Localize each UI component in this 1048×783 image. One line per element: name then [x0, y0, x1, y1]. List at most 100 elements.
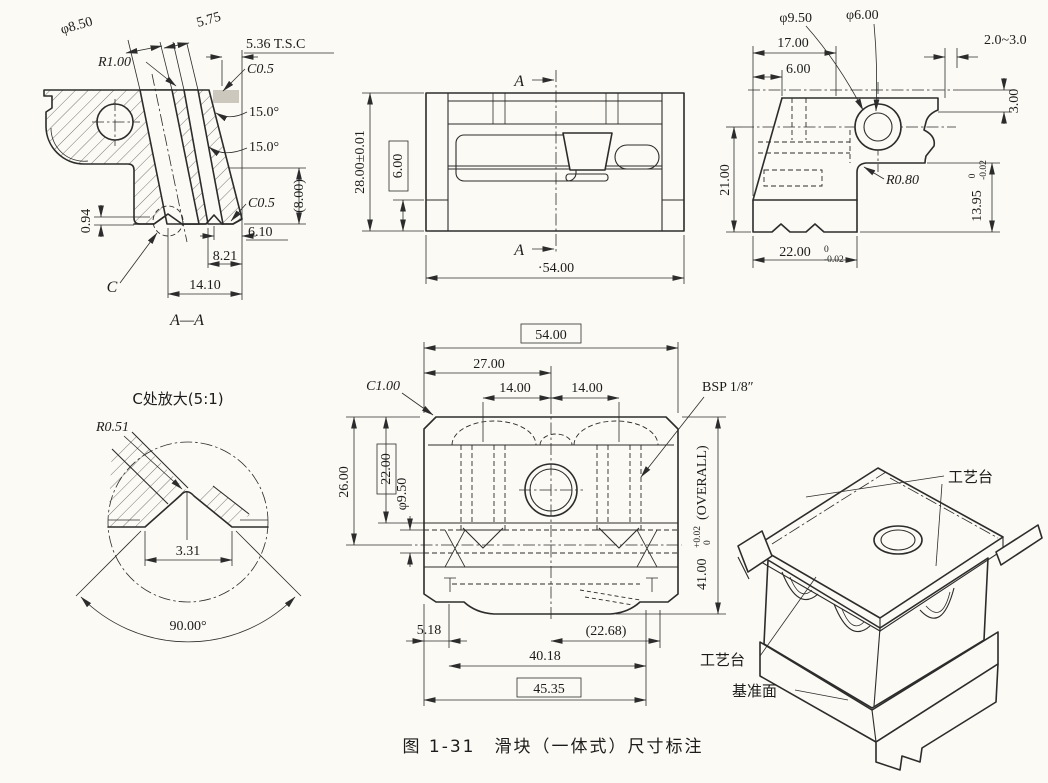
dim-thread: BSP 1/8″: [702, 380, 754, 395]
iso-scallop-1-outer: [781, 571, 819, 600]
dim-22-basic: 22.00: [379, 453, 394, 485]
iso-foot: [875, 663, 999, 771]
plan-view-outline: [400, 402, 682, 622]
section-aa-dimensions: φ8.50 5.75 5.36 T.S.C R1.00 C0.5 15.0° 1…: [59, 10, 334, 329]
side-view-outline: [742, 82, 958, 233]
iso-top-hole-inner: [880, 529, 916, 551]
dim-5-18: 5.18: [417, 623, 442, 638]
iso-scallop-1-inner: [789, 576, 813, 595]
iso-right-tab: [995, 524, 1043, 566]
dim-gap-range: 2.0~3.0: [984, 33, 1027, 48]
section-label-top: A: [513, 73, 524, 90]
dim-groove-angle: 90.00°: [169, 619, 206, 634]
detail-hatch-right: [196, 485, 250, 526]
front-view: A A 28.00±0.01 6.00 ·54.00: [353, 70, 685, 284]
dim-27: 27.00: [473, 357, 505, 372]
dim-front-width: ·54.00: [538, 261, 574, 276]
dim-top-chamfer: C0.5: [247, 62, 274, 77]
detail-groove-profile: [107, 490, 269, 528]
dim-overall-height: 41.00: [695, 559, 710, 591]
plan-view-dimensions: 54.00 27.00 14.00 14.00 C1.00 BSP 1/8″ 2…: [337, 323, 754, 706]
grease-hole-outer: [854, 103, 902, 151]
dim-groove-width: 3.31: [176, 544, 201, 559]
iso-scallop-2-inner: [841, 608, 865, 627]
figure-caption: 图 1-31 滑块（一体式）尺寸标注: [403, 737, 704, 757]
seal-insert: [614, 144, 660, 170]
dim-8-21: 8.21: [213, 249, 238, 264]
dim-bottom-chamfer: C0.5: [248, 196, 275, 211]
detail-view-dimensions: R0.51 3.31 90.00°: [75, 420, 302, 643]
dim-slot-diameter: φ8.50: [59, 14, 94, 37]
ground-surface-stipple: [213, 90, 239, 103]
isometric-view: 工艺台 工艺台 基准面: [700, 467, 1043, 771]
dim-angle-upper: 15.0°: [249, 105, 279, 120]
dim-overall-tol-lower: 0: [703, 540, 713, 545]
dim-13-95-tol-lower: -0.02: [979, 160, 989, 180]
dim-fillet: R0.80: [885, 173, 919, 188]
pocket-bar: [565, 173, 609, 182]
dim-22-tol-upper: 0: [824, 245, 829, 255]
plan-view: 54.00 27.00 14.00 14.00 C1.00 BSP 1/8″ 2…: [337, 323, 754, 706]
slot-centerline: [151, 73, 188, 243]
dim-40-18: 40.18: [529, 649, 561, 664]
dim-slot-spacing: 5.75: [195, 10, 223, 31]
center-pocket: [562, 132, 613, 171]
front-view-section-cut: A A: [513, 70, 557, 259]
label-process-boss-top: 工艺台: [948, 468, 993, 486]
dim-22-tol-lower: -0.02: [824, 255, 844, 265]
dim-grind-allowance: 5.36 T.S.C: [246, 37, 305, 52]
dim-22-68: (22.68): [586, 624, 627, 639]
dim-17: 17.00: [777, 36, 809, 51]
dim-21: 21.00: [718, 164, 733, 196]
bolt-hole-left: [460, 445, 506, 549]
dim-22: 22.00: [779, 245, 811, 260]
dim-width-basic: 54.00: [535, 328, 567, 343]
dim-13-95: 13.95: [970, 190, 985, 222]
dim-26: 26.00: [337, 466, 352, 498]
dim-overall-suffix: (OVERALL): [695, 445, 710, 520]
dim-skirt-height: 6.00: [391, 154, 406, 179]
dim-ref-height: (8.00): [292, 179, 307, 213]
detail-view-c: C处放大(5:1) R0.51 3.31 90.00°: [75, 390, 302, 643]
section-view-aa: φ8.50 5.75 5.36 T.S.C R1.00 C0.5 15.0° 1…: [43, 10, 334, 329]
dim-tip-radius: R0.51: [95, 420, 129, 435]
section-label-bottom: A: [513, 242, 524, 259]
dim-14-right: 14.00: [571, 381, 603, 396]
iso-scallop-3-inner: [925, 591, 951, 613]
dim-14-left: 14.00: [499, 381, 531, 396]
detail-c-marker: C: [107, 279, 118, 296]
dim-hole-diameter: φ9.50: [779, 11, 812, 26]
dim-overall-tol-upper: +0.02: [693, 526, 703, 548]
label-datum-face: 基准面: [732, 682, 777, 700]
detail-view-title: C处放大(5:1): [132, 390, 223, 408]
dim-6-10: 6.10: [248, 225, 273, 240]
section-aa-body-outline: [43, 73, 243, 243]
dim-top-radius: R1.00: [97, 55, 131, 70]
iso-left-tab: [737, 530, 773, 573]
dim-3: 3.00: [1007, 89, 1022, 114]
dim-front-height: 28.00±0.01: [353, 130, 368, 194]
detail-c-circle: [152, 205, 184, 237]
iso-scallop-2-outer: [833, 603, 871, 632]
iso-scallop-3-outer: [919, 587, 955, 619]
dim-13-95-tol-upper: 0: [968, 173, 978, 178]
dim-angle-lower: 15.0°: [249, 140, 279, 155]
bottom-grooves: [133, 213, 243, 225]
iso-labels: 工艺台 工艺台 基准面: [700, 468, 993, 701]
label-process-boss-left: 工艺台: [700, 651, 745, 669]
dim-45-35: 45.35: [533, 682, 565, 697]
side-view-dimensions: 17.00 6.00 φ9.50 φ6.00 2.0~3.0 3.00 21.0…: [718, 8, 1027, 268]
dim-notch-step: 0.94: [79, 209, 94, 234]
side-view: 17.00 6.00 φ9.50 φ6.00 2.0~3.0 3.00 21.0…: [718, 8, 1027, 268]
dim-hole-inner-diameter: φ6.00: [846, 8, 879, 23]
dim-14-10: 14.10: [189, 278, 221, 293]
grease-hole-inner: [863, 112, 893, 142]
dim-corner-chamfer: C1.00: [366, 379, 400, 394]
bolt-hole-right: [596, 445, 642, 549]
front-view-outline: [425, 92, 685, 232]
dim-6: 6.00: [786, 62, 811, 77]
section-aa-title: A—A: [169, 312, 204, 329]
dim-groove-diameter: φ9.50: [395, 478, 410, 511]
